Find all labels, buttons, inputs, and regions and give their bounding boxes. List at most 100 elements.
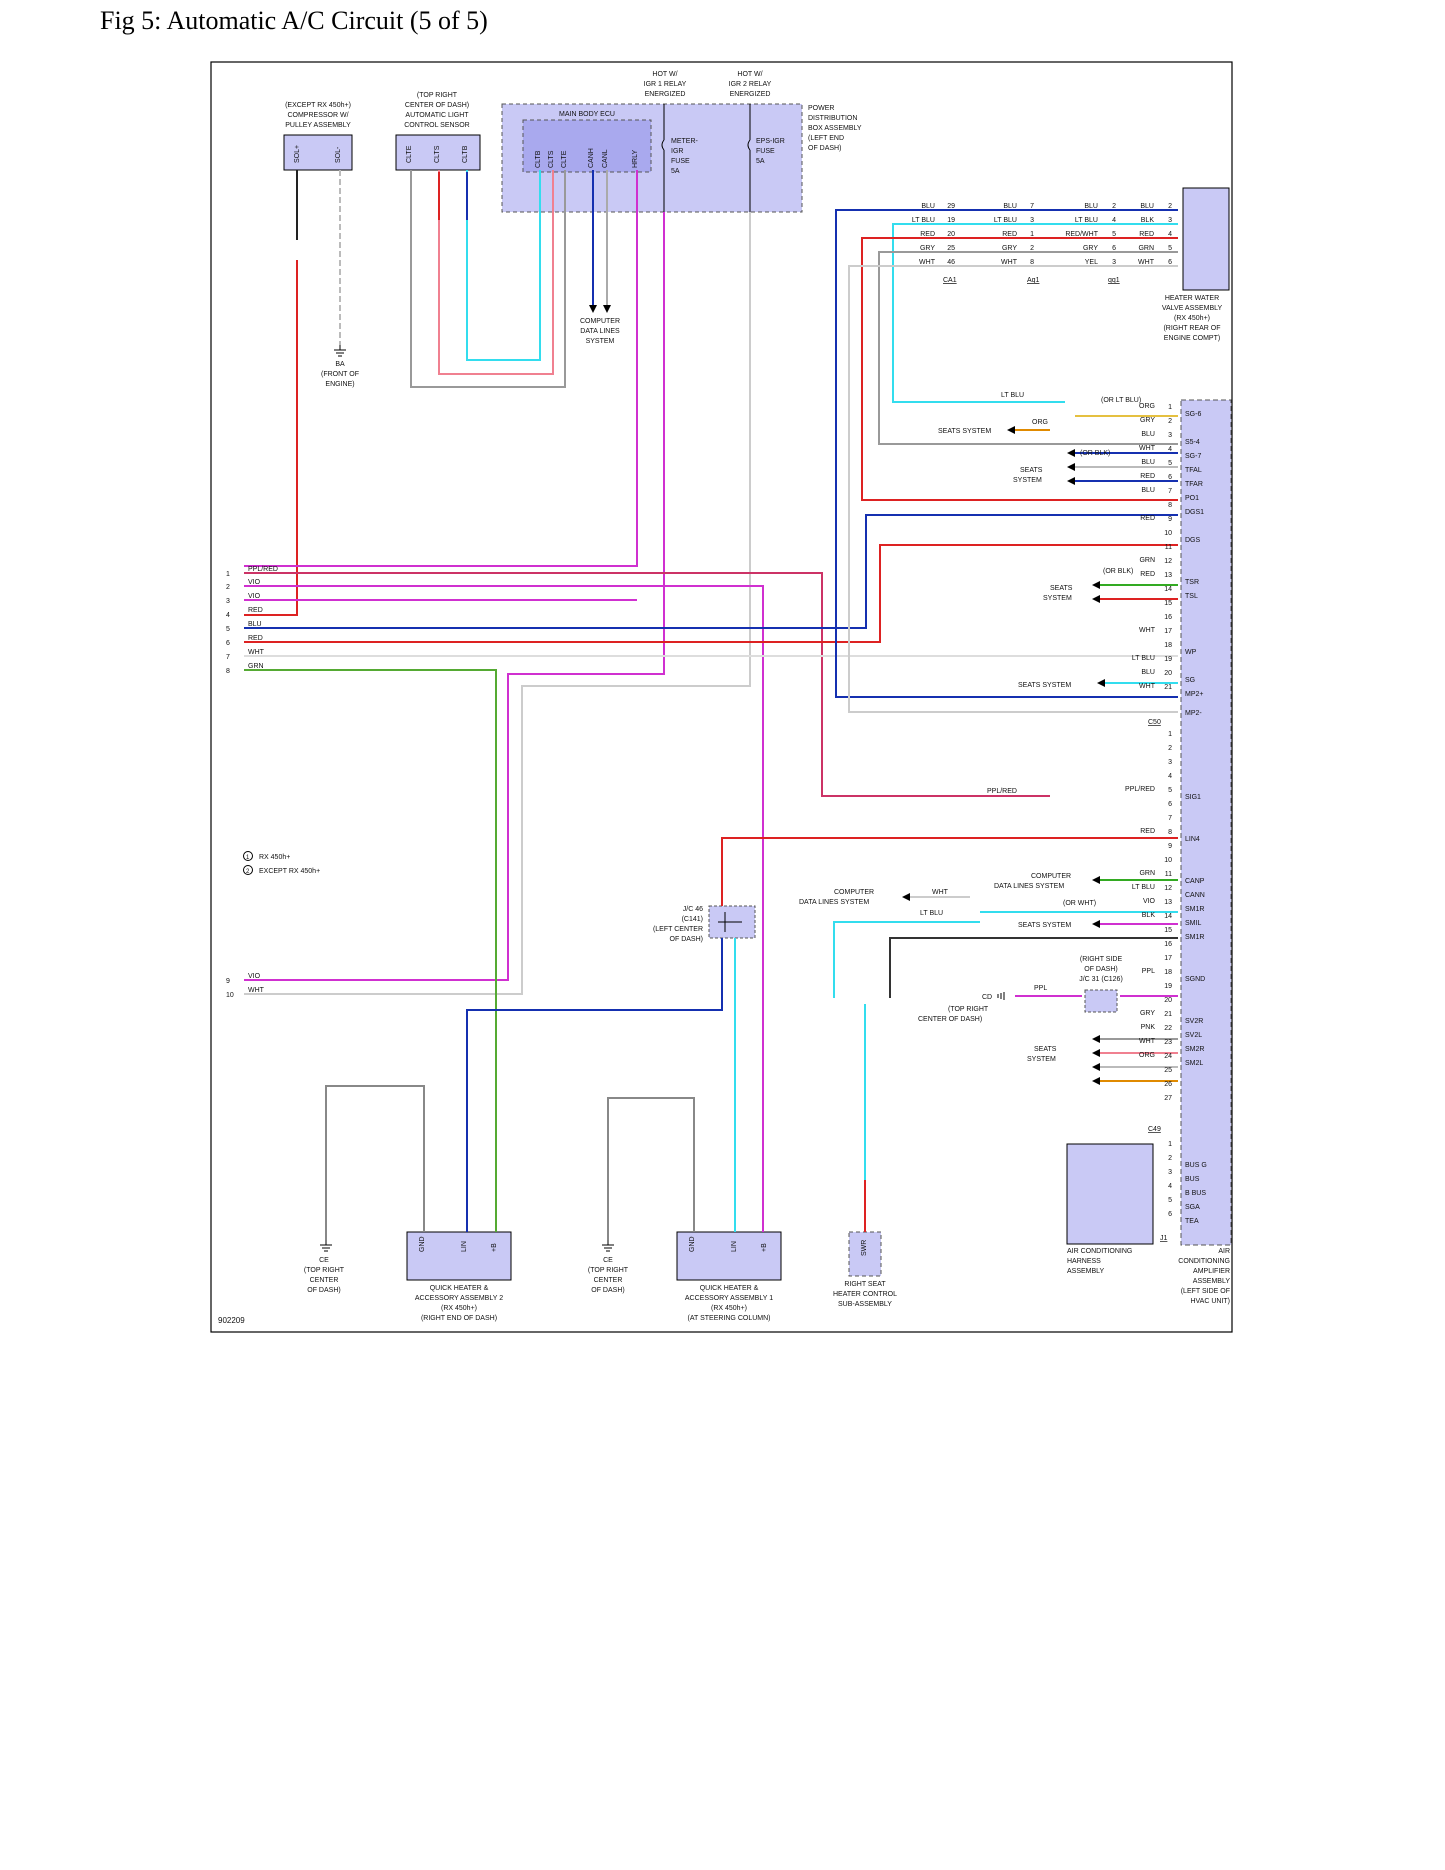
svg-text:ASSEMBLY: ASSEMBLY <box>1193 1278 1231 1285</box>
svg-text:ORG: ORG <box>1032 419 1048 426</box>
amp-c49-pin-number: 17 <box>1164 955 1172 962</box>
hv-wire-color-d: WHT <box>1138 259 1155 266</box>
amp-c49-pin-number: 21 <box>1164 1011 1172 1018</box>
svg-text:BOX ASSEMBLY: BOX ASSEMBLY <box>808 125 862 132</box>
left-wire-color: VIO <box>248 579 261 586</box>
fuse-symbols <box>661 104 751 212</box>
amp-c50-pin-name: SG <box>1185 677 1195 684</box>
misc-labels: LT BLU (OR LT BLU) SEATS SYSTEM ORG (OR … <box>799 392 1141 1063</box>
svg-text:(OR BLK): (OR BLK) <box>1103 568 1133 575</box>
amp-j1-pin-number: 2 <box>1168 1155 1172 1162</box>
compressor-pin-solp: SOL+ <box>294 145 301 163</box>
wire-cann-ltblu <box>833 911 1178 998</box>
svg-text:ENGINE COMPT): ENGINE COMPT) <box>1164 335 1220 342</box>
arrowheads <box>589 305 1105 1085</box>
harness-box <box>1066 1143 1154 1245</box>
amp-c49-pin-name: SM2L <box>1185 1060 1203 1067</box>
amp-c50-pin-name: SG-6 <box>1185 411 1201 418</box>
left-wire-color: WHT <box>248 987 265 994</box>
left-wire-color: RED <box>248 635 263 642</box>
amp-c49-wire-color: BLK <box>1142 912 1156 919</box>
hv-wire-color-c: GRY <box>1083 245 1098 252</box>
hv-pin-d: 5 <box>1168 245 1172 252</box>
heater-connector-ids: CA1 Aq1 qq1 <box>943 277 1120 284</box>
svg-text:PPL/RED: PPL/RED <box>987 788 1017 795</box>
hv-wire-color-a: RED <box>920 231 935 238</box>
hv-wire-color-c: YEL <box>1085 259 1098 266</box>
wire-hv-red <box>861 237 1178 501</box>
amp-c50-pin-number: 17 <box>1164 628 1172 635</box>
svg-text:CD: CD <box>982 994 992 1001</box>
relay1-label: HOT W/ IGR 1 RELAY ENERGIZED <box>644 71 687 98</box>
relay2-label: HOT W/ IGR 2 RELAY ENERGIZED <box>729 71 772 98</box>
left-wire-number: 1 <box>226 571 230 578</box>
amp-c49-pin-name: SV2R <box>1185 1018 1203 1025</box>
svg-text:COMPUTER: COMPUTER <box>580 318 620 325</box>
amp-c49-pin-number: 7 <box>1168 815 1172 822</box>
amp-j1-pin-number: 5 <box>1168 1197 1172 1204</box>
amp-c49-pin-name: SM1R <box>1185 906 1204 913</box>
hv-pin-c: 3 <box>1112 259 1116 266</box>
left-wire-color: VIO <box>248 593 261 600</box>
svg-text:(RIGHT END OF DASH): (RIGHT END OF DASH) <box>421 1315 497 1322</box>
svg-text:CENTER: CENTER <box>310 1277 339 1284</box>
wire-hv-ltblu <box>892 223 1178 403</box>
svg-text:(RX 450h+): (RX 450h+) <box>711 1305 747 1312</box>
amp-c49-pin-number: 10 <box>1164 857 1172 864</box>
wire-hv-blu <box>835 209 1178 698</box>
amp-c50-pin-name: PO1 <box>1185 495 1199 502</box>
amp-c50-pin-number: 3 <box>1168 432 1172 439</box>
amp-c50-pin-number: 4 <box>1168 446 1172 453</box>
amp-c50-pin-number: 21 <box>1164 684 1172 691</box>
wire-sensor-gry <box>410 170 566 388</box>
jc46-junction <box>718 912 742 932</box>
svg-text:CLTS: CLTS <box>548 150 555 168</box>
hv-pin-d: 2 <box>1168 203 1172 210</box>
amp-c50-wire-color: GRY <box>1140 417 1155 424</box>
wire-vio-b <box>244 212 665 981</box>
amp-c50-pin-name: DGS <box>1185 537 1201 544</box>
quick-heater1-label: QUICK HEATER & ACCESSORY ASSEMBLY 1 (RX … <box>685 1285 773 1322</box>
amp-c49-pin-number: 20 <box>1164 997 1172 1004</box>
hv-pin-b: 7 <box>1030 203 1034 210</box>
amp-c49-pin-number: 14 <box>1164 913 1172 920</box>
svg-text:(TOP RIGHT: (TOP RIGHT <box>304 1267 345 1274</box>
quick-heater2-label: QUICK HEATER & ACCESSORY ASSEMBLY 2 (RX … <box>415 1285 503 1322</box>
svg-text:DATA LINES SYSTEM: DATA LINES SYSTEM <box>799 899 869 906</box>
amp-c49-pin-number: 2 <box>1168 745 1172 752</box>
amp-c50-pin-name: SG-7 <box>1185 453 1201 460</box>
left-wire-color: PPL/RED <box>248 566 278 573</box>
hv-wire-color-b: GRY <box>1002 245 1017 252</box>
svg-text:CLTB: CLTB <box>535 150 542 168</box>
svg-text:EPS-IGR: EPS-IGR <box>756 138 785 145</box>
left-wire-number: 7 <box>226 654 230 661</box>
svg-text:(EXCEPT RX 450h+): (EXCEPT RX 450h+) <box>285 102 351 109</box>
svg-text:(AT STEERING COLUMN): (AT STEERING COLUMN) <box>688 1315 771 1322</box>
amp-c49-pin-number: 11 <box>1165 871 1172 878</box>
hv-wire-color-a: GRY <box>920 245 935 252</box>
quick-heater2-box <box>406 1231 512 1281</box>
amp-j1-connector: J1 <box>1160 1235 1168 1242</box>
light-sensor-box <box>395 134 481 171</box>
svg-text:OF DASH): OF DASH) <box>808 145 841 152</box>
left-wire-color: VIO <box>248 973 261 980</box>
hv-wire-color-d: BLK <box>1141 217 1155 224</box>
amp-c50-pin-name: MP2+ <box>1185 691 1203 698</box>
amp-c49-wire-color: PPL/RED <box>1125 786 1155 793</box>
main-body-ecu-pins: CLTB CLTS CLTE CANH CANL HRLY <box>535 148 639 168</box>
svg-text:SEATS: SEATS <box>1034 1046 1057 1053</box>
svg-text:LIN: LIN <box>461 1241 468 1252</box>
amp-c50-wire-color: BLU <box>1141 459 1155 466</box>
svg-text:CENTER: CENTER <box>594 1277 623 1284</box>
svg-text:(C141): (C141) <box>682 916 703 923</box>
amp-c50-wire-color: ORG <box>1139 403 1155 410</box>
svg-text:ENERGIZED: ENERGIZED <box>730 91 771 98</box>
amp-j1-pin-number: 3 <box>1168 1169 1172 1176</box>
amp-c49-pin-name: SM1R <box>1185 934 1204 941</box>
left-wire-number: 8 <box>226 668 230 675</box>
hv-pin-b: 3 <box>1030 217 1034 224</box>
fuse1-label: METER- IGR FUSE 5A <box>671 138 699 175</box>
svg-text:5A: 5A <box>756 158 765 165</box>
